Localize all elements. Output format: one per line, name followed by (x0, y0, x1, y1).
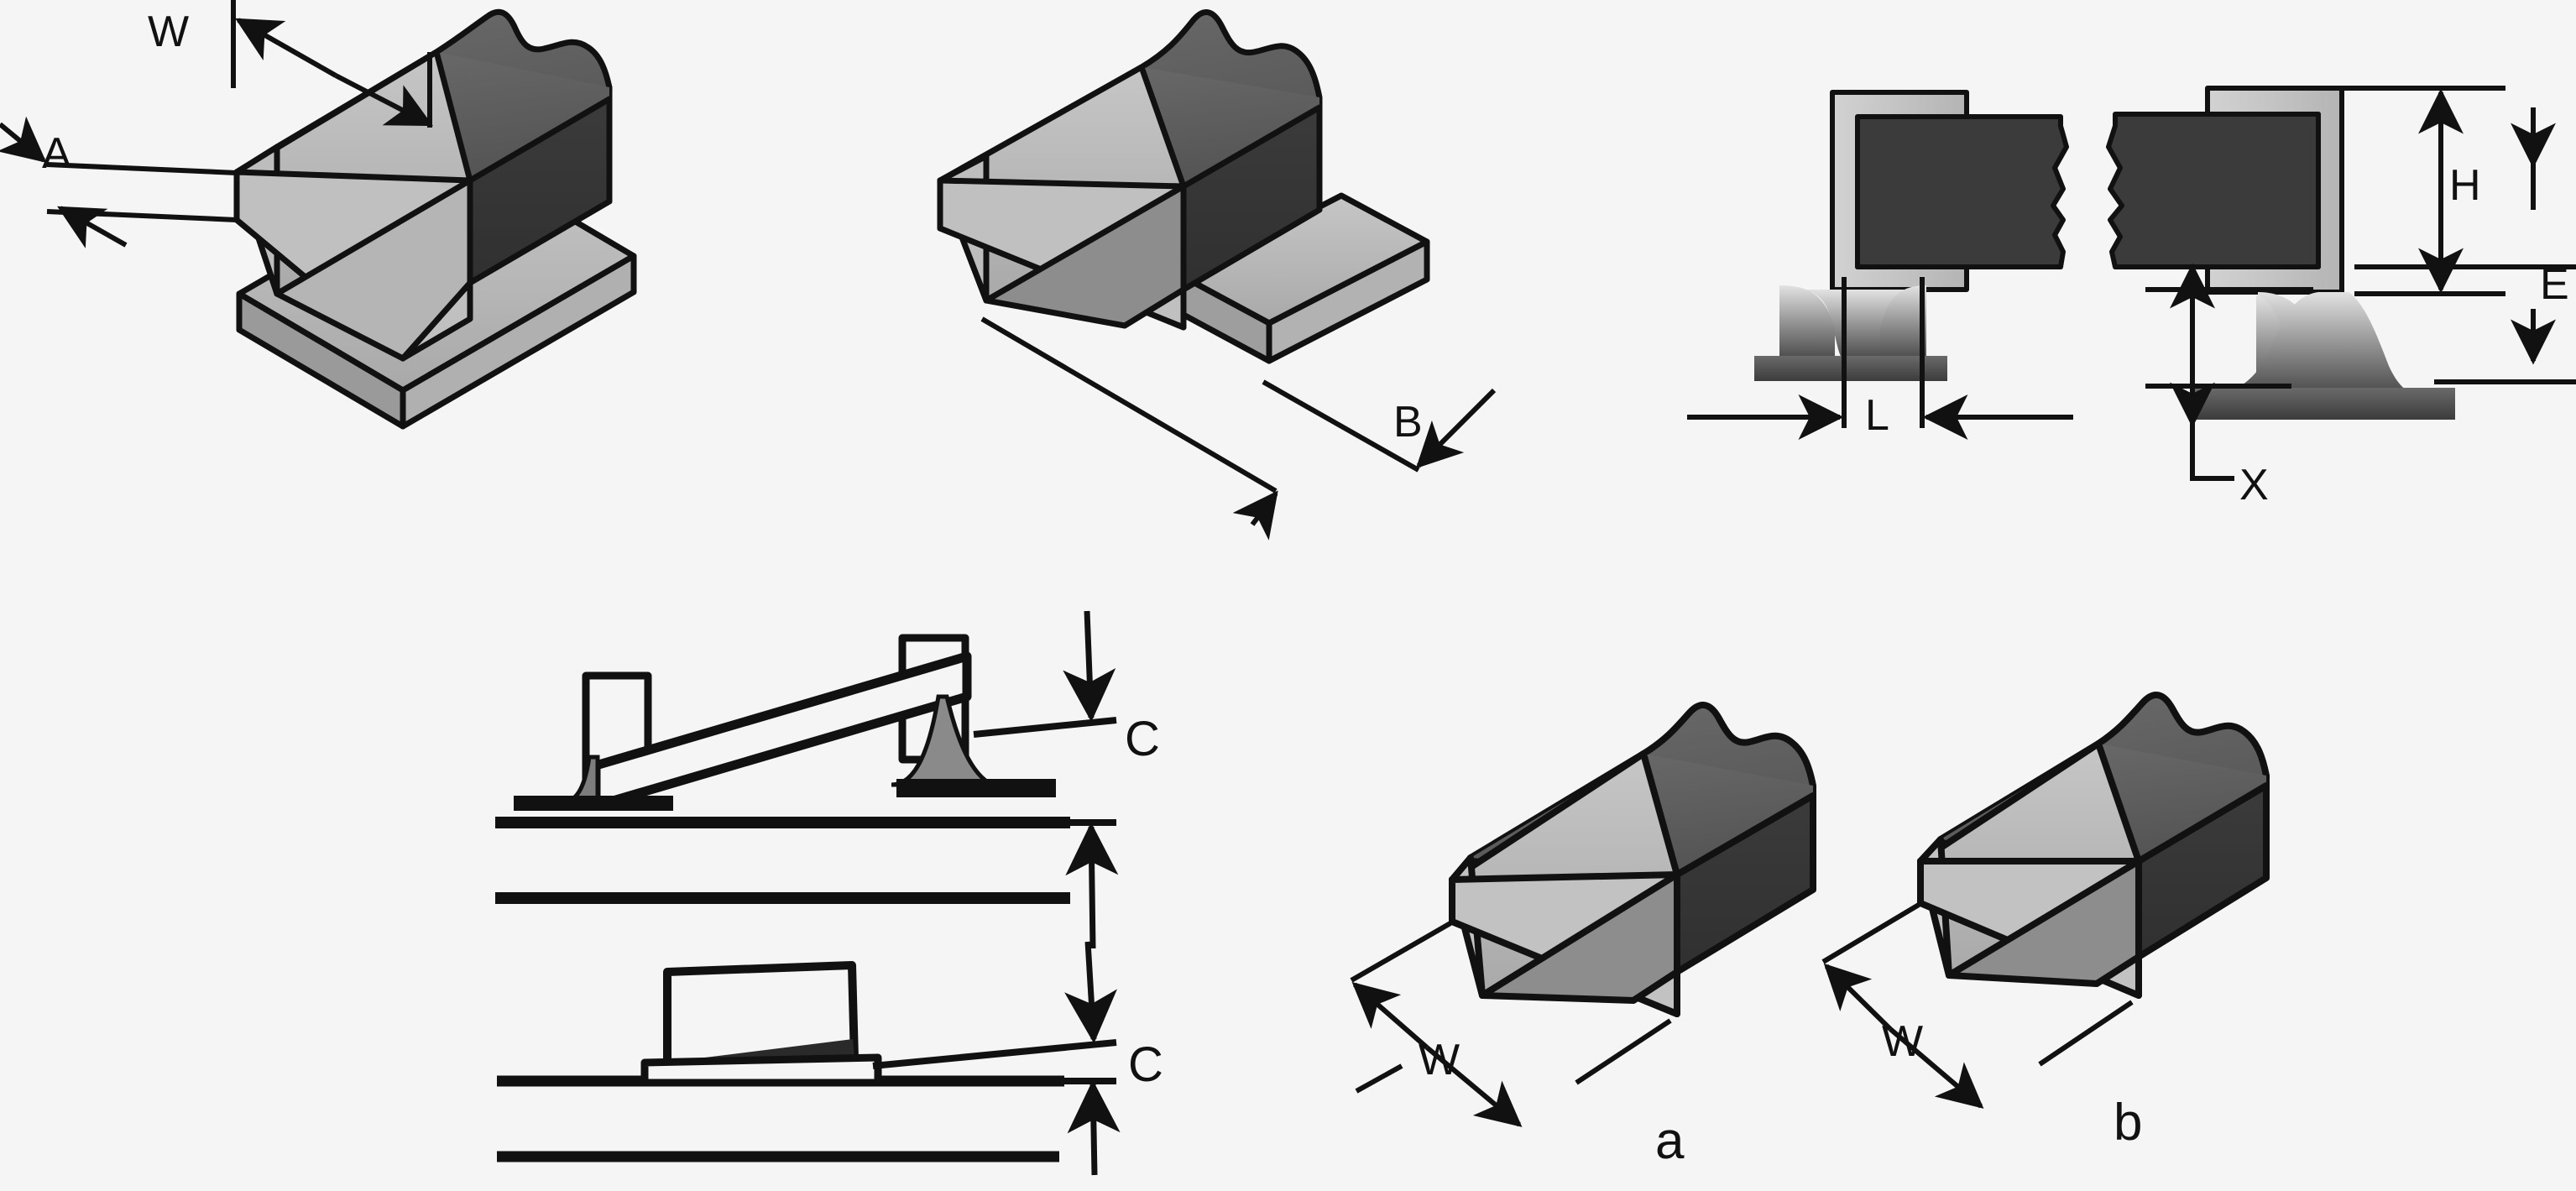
dimension-E-label: E (2540, 260, 2569, 309)
solder-fillet-right-main (2216, 292, 2419, 394)
dimension-W: W (148, 0, 433, 128)
variant-a-label: a (1655, 1112, 1685, 1170)
dimension-B-arrow-lower (1232, 490, 1278, 541)
pad-left (1754, 356, 1947, 381)
dimension-A: A (0, 116, 238, 248)
dimension-B: B (980, 316, 1497, 541)
tab-front (1266, 238, 1430, 364)
dimension-A-arrow-upper (0, 116, 47, 163)
dimension-W-arrow-left (235, 18, 337, 78)
variant-a-dimension-W-arrow-upper (1351, 982, 1429, 1050)
solder-fillet-left-b (1880, 285, 1926, 359)
pad-right (2195, 388, 2455, 420)
variant-b-dimension-W-extension-left (1821, 902, 1920, 964)
pad-small (640, 1053, 882, 1087)
pad-left-tilted (514, 796, 673, 811)
dimension-C-lower-extension-top (872, 1039, 1117, 1069)
dimension-C-upper-arrow-up (1065, 822, 1119, 949)
variant-a-dimension-W-extension-left (1350, 921, 1452, 983)
dimension-X-leader (2190, 420, 2234, 481)
dimension-W-label: W (148, 8, 189, 56)
dimension-B-label: B (1393, 398, 1423, 447)
view-cross-sections: L X H (1687, 86, 2576, 509)
dimension-W-arrow-right (334, 73, 433, 127)
solder-fillet-left-a (1779, 285, 1835, 359)
variant-a-dimension-W-extension-right (1575, 1018, 1672, 1085)
body-section-left (1855, 114, 2069, 269)
variant-b-dimension-W-arrow-lower (1889, 1026, 1984, 1109)
protruding-tab (1180, 192, 1430, 364)
variant-b-dimension-W-extension-right (2038, 1000, 2134, 1067)
dimension-A-label: A (42, 129, 71, 178)
view-side-tilted: C (495, 610, 1160, 949)
dimension-X-label: X (2239, 461, 2269, 509)
variant-b-dimension-W-arrow-upper (1823, 963, 1893, 1032)
dimension-B-extension-lower (1262, 379, 1420, 473)
cross-section-left: L (1687, 90, 2073, 440)
view-isometric-length: B (937, 9, 1497, 541)
main-body (937, 9, 1323, 331)
dimension-C-lower-label: C (1128, 1037, 1163, 1092)
pad-right-tilted (896, 779, 1056, 797)
variant-a-dimension-W-arrow-lower (1425, 1045, 1523, 1127)
view-side-small: C (497, 941, 1163, 1176)
dimension-C-lower-arrow-down (1064, 941, 1117, 1044)
dimension-C-upper-extension-top (973, 717, 1117, 738)
variant-b: W b (1821, 692, 2270, 1152)
view-isometric-width: W A (0, 0, 637, 430)
variant-b-dimension-W-label: W (1882, 1017, 1923, 1066)
dimension-B-arrow-upper (1415, 388, 1497, 469)
body-section-right (2106, 112, 2321, 269)
cross-section-right: X H E (2106, 86, 2576, 509)
dimension-H-label: H (2449, 161, 2481, 210)
dimension-A-arrow-lower (57, 206, 128, 248)
variant-a-dimension-W-label: W (1419, 1036, 1460, 1084)
fillet-right-tilted (891, 694, 994, 787)
dimension-C-upper-arrow-down (1063, 610, 1116, 723)
variant-a: W a (1350, 702, 1816, 1170)
lower-slab-front (400, 253, 637, 430)
dimension-L-label: L (1865, 391, 1889, 440)
dimension-C-lower-arrow-up (1067, 1079, 1121, 1176)
dimension-C-upper-label: C (1125, 712, 1160, 766)
variant-b-label: b (2114, 1094, 2142, 1152)
variant-a-dimension-W-spacer (1355, 1063, 1403, 1094)
dimension-B-extension-upper (980, 316, 1278, 494)
dimension-A-extension-upper (46, 162, 238, 175)
view-variants: W a W b (1350, 692, 2270, 1170)
